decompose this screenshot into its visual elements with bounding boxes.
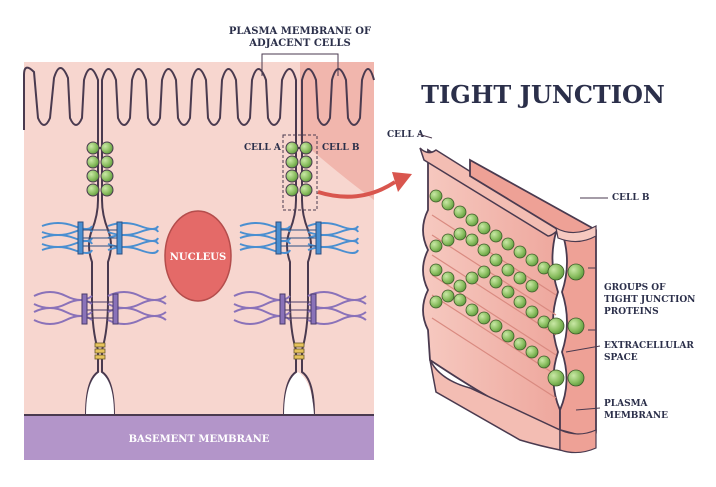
cell-b-label-left: CELL B [322, 143, 360, 153]
zoom-selection-box [282, 134, 318, 211]
groups-label-2: TIGHT JUNCTION [604, 295, 695, 305]
desmosome-plaques-left [77, 221, 123, 255]
junction-channel-right [283, 148, 315, 416]
extracellular-label-2: SPACE [604, 353, 638, 363]
tight-junction-proteins-left [86, 141, 114, 197]
extracellular-label-1: EXTRACELLULAR [604, 341, 694, 351]
nucleus-label: NUCLEUS [170, 252, 226, 263]
gap-junction-left [94, 342, 106, 360]
cell-b-label-right: CELL B [612, 193, 650, 203]
plasma-membrane-adjacent-label-1: PLASMA MEMBRANE OF [229, 26, 371, 37]
protein-groups-bracket [588, 267, 597, 331]
plasma-membrane-label-1: PLASMA [604, 399, 649, 409]
groups-label-3: PROTEINS [604, 307, 659, 317]
microvilli-membrane [23, 66, 375, 149]
basement-membrane-label: BASEMENT MEMBRANE [129, 434, 270, 445]
cell-a-label-left: CELL A [244, 143, 282, 153]
junction-channel-left [85, 148, 115, 416]
tight-junction-proteins-right [285, 141, 313, 197]
groups-label-1: GROUPS OF [604, 283, 666, 293]
gap-junction-right [293, 342, 305, 360]
adjacent-cells-bracket [261, 53, 339, 76]
gap-right [284, 372, 314, 415]
adherens-plaques-right [279, 293, 317, 325]
desmosome-plaques-right [275, 221, 322, 255]
tight-junction-3d-view: CELL A CELL B GROUPS OF TIGHT JUNCTION P… [387, 130, 695, 454]
plasma-membrane-label-2: MEMBRANE [604, 411, 668, 421]
zoom-arrow [317, 172, 412, 199]
main-title: TIGHT JUNCTION [421, 80, 665, 109]
cell-b-shade [300, 62, 374, 200]
left-cell-panel: NUCLEUS BASEMENT MEMBRANE PLASMA MEMBRAN… [23, 26, 375, 460]
cell-a-label-right: CELL A [387, 130, 425, 140]
tight-junction-protein-groups [429, 189, 585, 387]
gap-left [86, 372, 114, 415]
nucleus [164, 210, 232, 302]
plasma-membrane-adjacent-label-2: ADJACENT CELLS [248, 38, 350, 49]
basement-membrane [24, 415, 374, 460]
adherens-plaques-left [81, 293, 119, 325]
